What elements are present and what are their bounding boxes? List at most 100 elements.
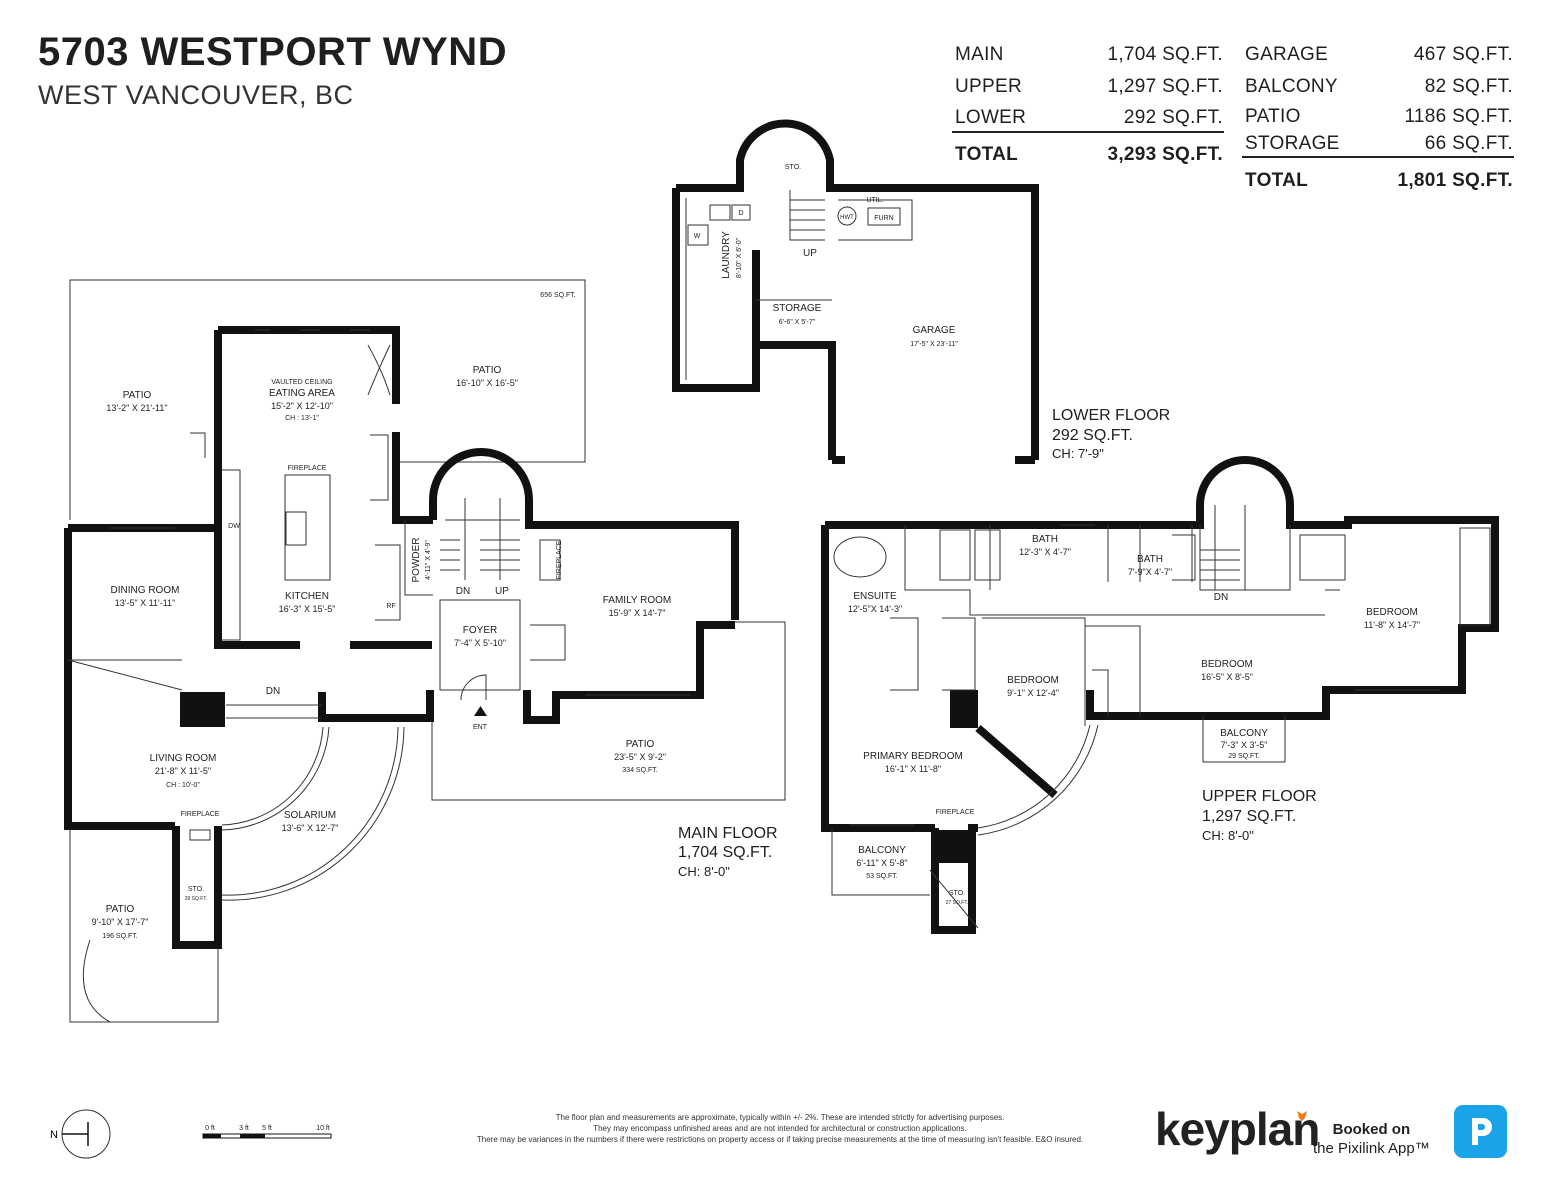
room-name: BEDROOM: [1201, 659, 1253, 670]
balcony-outline: [831, 828, 979, 929]
solarium-outer-arc: [221, 726, 399, 896]
room-name: STO.: [188, 886, 204, 893]
room-area: 27 SQ.FT.: [946, 900, 969, 906]
pixilink-logo-icon: [1454, 1105, 1507, 1158]
room-dims: 21'-8" X 11'-5": [155, 766, 211, 776]
foyer-outline: [439, 599, 521, 691]
room-ch: CH : 10'-0": [166, 782, 200, 789]
keyplan-wordmark: keyplan: [1155, 1103, 1320, 1155]
room-area: 196 SQ.FT.: [102, 933, 137, 940]
scale-label: 0 ft: [205, 1125, 215, 1132]
room-dims: 11'-8" X 14'-7": [1364, 620, 1420, 630]
disclaimer-line: The floor plan and measurements are appr…: [555, 1113, 1005, 1122]
wall: [523, 621, 735, 724]
room-name: FAMILY ROOM: [603, 595, 672, 606]
solarium-outer-arc: [221, 726, 405, 901]
room-name: BALCONY: [1220, 728, 1268, 739]
north-arrow-icon: [62, 1122, 89, 1146]
room-name: FOYER: [463, 625, 497, 636]
fireplace-label: FIREPLACE: [288, 465, 327, 472]
chimney: [180, 692, 225, 727]
washer: [687, 224, 709, 246]
solarium-inner-arc: [221, 726, 330, 831]
area-row-main: MAIN 1,704 SQ.FT.: [955, 44, 1223, 66]
area-value: 1,297 SQ.FT.: [1107, 76, 1223, 97]
floor-area: 1,297 SQ.FT.: [1202, 808, 1296, 825]
fireplace-label: FIREPLACE: [181, 811, 220, 818]
closet: [530, 624, 566, 661]
upper-floor-plan: BATH 12'-3" X 4'-7" BATH 7'-9"X 4'-7" DN…: [821, 456, 1499, 934]
room-dims: 13'-2" X 21'-11": [106, 403, 167, 413]
area-value: 1,704 SQ.FT.: [1107, 44, 1223, 65]
stair-direction: UP: [495, 586, 509, 597]
stair-rail: [226, 704, 322, 719]
north-label: N: [50, 1129, 58, 1141]
scale-bar-outline: [202, 1133, 332, 1139]
floor-area: 1,704 SQ.FT.: [678, 844, 772, 861]
laundry-appliances: [709, 204, 751, 221]
room-note: VAULTED CEILING: [271, 379, 332, 386]
property-city: WEST VANCOUVER, BC: [38, 80, 354, 110]
room-name: STO.: [785, 164, 801, 171]
room-dims: 4'-11" X 4'-9": [425, 540, 432, 580]
stair-direction: DN: [1214, 592, 1228, 603]
room-dims: 17'-5" X 23'-11": [910, 341, 958, 348]
room-dims: 7'-4" X 5'-10": [454, 638, 506, 648]
closet: [1459, 527, 1491, 626]
family-fireplace: [539, 539, 561, 581]
area-label: UPPER: [955, 76, 1022, 97]
area-value: 66 SQ.FT.: [1424, 133, 1513, 154]
room-dims: 23'-5" X 9'-2": [614, 752, 666, 762]
disclaimer: The floor plan and measurements are appr…: [400, 1112, 1160, 1145]
washer-label: W: [694, 233, 701, 240]
room-name: SOLARIUM: [284, 810, 336, 821]
scale-segment: [240, 1134, 265, 1138]
room-dims: 16'-3" X 15'-5": [279, 604, 336, 614]
main-floor-plan: 656 SQ.FT. PATIO 13'-2" X 21'-11" PATIO …: [64, 279, 786, 1023]
tub: [1172, 534, 1196, 581]
floor-area: 292 SQ.FT.: [1052, 427, 1133, 444]
patio-outline: [431, 621, 786, 801]
area-row-garage: GARAGE 467 SQ.FT.: [1245, 44, 1513, 66]
room-name: BEDROOM: [1007, 675, 1059, 686]
utility-room: [838, 199, 913, 241]
bath-walls: [989, 525, 1193, 590]
room-area: 29 SQ.FT.: [1228, 753, 1260, 760]
stair-direction: DN: [456, 586, 470, 597]
room-area: 39 SQ.FT.: [185, 896, 208, 902]
dishwasher-label: DW: [228, 523, 240, 530]
room-ch: CH : 13'-1": [285, 415, 319, 422]
room-dims: 12'-3" X 4'-7": [1019, 547, 1071, 557]
room-name: LAUNDRY: [721, 231, 732, 279]
french-door: [367, 344, 391, 396]
stair-steps: [480, 539, 520, 571]
divider: [1242, 156, 1514, 158]
scale-label: 10 ft: [316, 1125, 330, 1132]
wall: [172, 826, 222, 949]
area-label: PATIO: [1245, 106, 1301, 127]
area-value: 467 SQ.FT.: [1413, 44, 1513, 65]
wall: [672, 188, 836, 460]
stair-steps: [440, 539, 460, 571]
fireplace-label: FIREPLACE: [556, 540, 563, 579]
chimney: [950, 690, 978, 728]
wall: [64, 528, 175, 830]
room-name: BATH: [1032, 534, 1058, 545]
room-name: PATIO: [123, 390, 152, 401]
area-label: MAIN: [955, 44, 1004, 65]
furnace: [867, 207, 901, 226]
scale-label: 5 ft: [262, 1125, 272, 1132]
area-label: GARAGE: [1245, 44, 1329, 65]
room-name: PATIO: [106, 904, 135, 915]
area-label: STORAGE: [1245, 133, 1340, 154]
hall-wall: [904, 525, 1340, 616]
window: [850, 524, 1440, 826]
primary-curve: [977, 724, 1091, 829]
floor-ceiling: CH: 8'-0": [678, 864, 730, 879]
booked-line: the Pixilink App™: [1313, 1140, 1430, 1157]
room-name: BATH: [1137, 554, 1163, 565]
room-name: STORAGE: [773, 303, 822, 314]
area-value: 292 SQ.FT.: [1123, 107, 1223, 128]
wall: [218, 326, 400, 404]
area-label: TOTAL: [955, 144, 1019, 165]
